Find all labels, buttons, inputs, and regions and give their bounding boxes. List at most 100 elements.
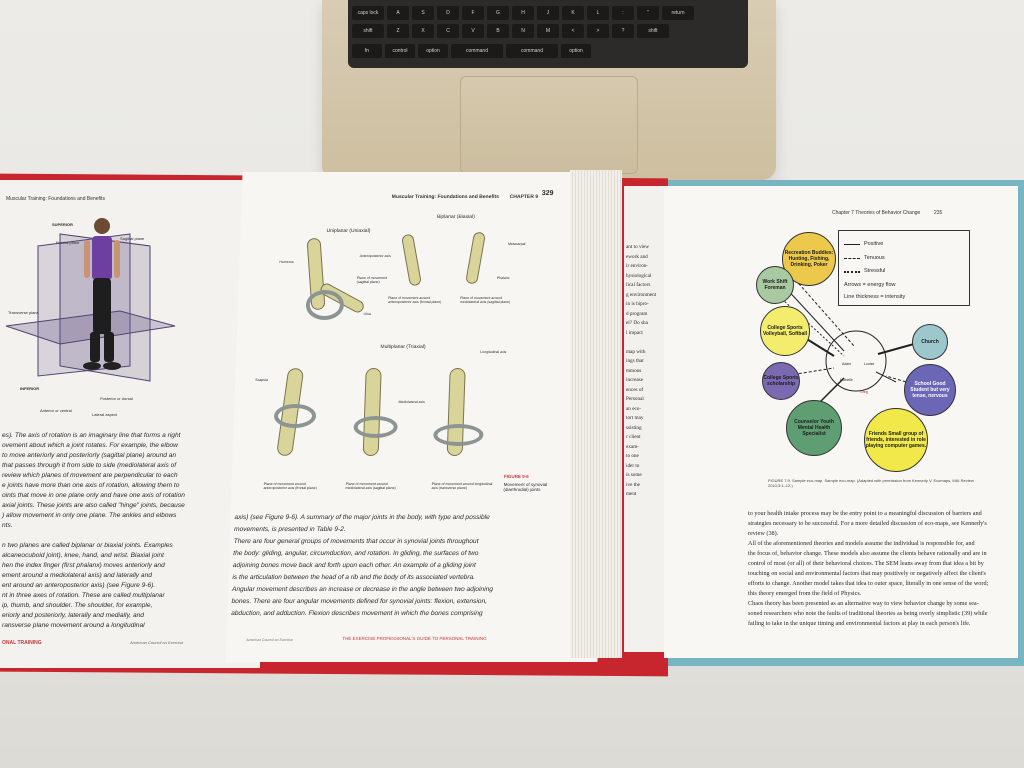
text-line: Chaos theory has been presented as an al… [748, 600, 979, 607]
text-line: l impact [626, 329, 643, 336]
left-book-page: Muscular Training: Foundations and Benef… [0, 180, 260, 668]
node-school: School Good Student but very tense, nerv… [904, 364, 956, 416]
node-church: Church [912, 324, 948, 360]
keyboard-key[interactable]: S [412, 6, 434, 20]
keyboard-key[interactable]: command [451, 44, 503, 58]
text-line: increase [626, 377, 643, 383]
keyboard-key[interactable]: X [412, 24, 434, 38]
person-leggings [93, 278, 111, 334]
keyboard-key[interactable]: " [637, 6, 659, 20]
keyboard-key[interactable]: return [662, 6, 694, 20]
right-page-number: 235 [934, 210, 943, 216]
text-line: There are four general groups of movemen… [233, 538, 479, 545]
text-line: g environment [626, 291, 657, 298]
keyboard-key[interactable]: fn [352, 44, 382, 58]
label-longitudinal-axis: Longitudinal axis [480, 350, 507, 354]
keyboard-key[interactable]: option [561, 44, 591, 58]
keyboard-key[interactable]: B [487, 24, 509, 38]
keyboard-key[interactable]: F [462, 6, 484, 20]
text-line: nt in three axes of rotation. These are … [2, 592, 165, 599]
rotation-arrow-1 [273, 404, 317, 428]
keyboard-key[interactable]: shift [637, 24, 669, 38]
label-scapula: Scapula [255, 378, 269, 382]
keyboard-key[interactable]: < [562, 24, 584, 38]
text-line: nts. [2, 522, 13, 529]
text-line: eriorly and posteriorly, laterally and m… [2, 612, 144, 619]
keyboard-key[interactable]: A [387, 6, 409, 20]
text-line: soned researchers who note the faults of… [748, 610, 988, 617]
legend-stressful: Stressful [864, 268, 886, 274]
person-arm-left [84, 240, 90, 278]
person-top [92, 236, 112, 280]
text-line: the body: gliding, angular, circumductio… [233, 550, 479, 557]
legend-positive-line [844, 244, 860, 245]
family-adam: Adam [842, 362, 852, 366]
keyboard-key[interactable]: control [385, 44, 415, 58]
text-line: oints that move in one plane only and ha… [2, 492, 185, 499]
text-line: ment [626, 491, 637, 497]
text-line: mmons [626, 367, 642, 374]
keyboard-key[interactable]: caps lock [352, 6, 384, 20]
family-michelle: Michelle [840, 378, 853, 382]
text-line: ) allow movement in only one plane. The … [2, 512, 177, 519]
multiplanar-title: Multiplanar (Triaxial) [380, 344, 426, 350]
label-ap-axis: Anteroposterior axis [359, 254, 391, 258]
keyboard-key[interactable]: Z [387, 24, 409, 38]
text-line: to one [626, 453, 639, 459]
text-line: Personal [626, 396, 644, 402]
legend-positive: Positive [864, 241, 884, 247]
rotation-arrow-3 [432, 424, 484, 446]
keyboard-key[interactable]: D [437, 6, 459, 20]
text-line: to your health intake process may be the… [748, 510, 982, 517]
person-leg-left [90, 332, 100, 362]
mid-page-number: 329 [541, 190, 554, 197]
text-line: is the articulation between the head of … [232, 574, 476, 581]
figure-caption: Movement of synovial (diarthrodial) join… [503, 482, 548, 492]
keyboard-key[interactable]: V [462, 24, 484, 38]
keyboard-key[interactable]: M [537, 24, 559, 38]
keyboard-key[interactable]: shift [352, 24, 384, 38]
keyboard-key[interactable]: H [512, 6, 534, 20]
caption-bi-1: Plane of movement around anteroposterior… [387, 296, 442, 304]
label-mediolateral-axis: Mediolateral axis [398, 400, 425, 404]
keyboard-key[interactable]: option [418, 44, 448, 58]
node-college-sports: College Sports Volleyball, Softball [760, 306, 810, 356]
keyboard-key[interactable]: ? [612, 24, 634, 38]
anatomical-planes-figure [5, 218, 176, 382]
text-line: movements, is presented in Table 9-2. [233, 526, 346, 533]
shoulder-bone-2 [362, 368, 382, 456]
caption-multi-3: Plane of movement around longitudinal ax… [431, 482, 493, 490]
text-line: ences of [626, 386, 644, 393]
running-head: Muscular Training: Foundations and Benef… [6, 196, 105, 202]
label-sagittal-plane: Sagittal plane [120, 236, 145, 241]
text-line: hen the index finger (first phalanx) mov… [2, 562, 165, 569]
keyboard-key[interactable]: : [612, 6, 634, 20]
text-line: r client [626, 434, 641, 440]
text-line: lical factors [626, 282, 651, 288]
keyboard-key[interactable]: L [587, 6, 609, 20]
node-college-sports-2: College Sports scholarship [762, 362, 800, 400]
text-line: exam- [626, 443, 639, 450]
text-line: in is bipro- [626, 301, 649, 307]
caption-multi-1: Plane of movement around anteroposterior… [263, 482, 317, 490]
keyboard-key[interactable]: > [587, 24, 609, 38]
text-line: ant to view [626, 244, 650, 250]
text-line: ip, thumb, and shoulder. The shoulder, f… [2, 602, 153, 609]
keyboard-key[interactable]: N [512, 24, 534, 38]
keyboard-key[interactable]: K [562, 6, 584, 20]
figure-number: FIGURE 9-6 [503, 474, 529, 479]
node-friends: Friends Small group of friends, interest… [864, 408, 928, 472]
text-line: map with [626, 348, 646, 355]
text-line: review (38). [748, 530, 779, 537]
text-line: that passes through it from side to side… [2, 462, 177, 469]
keyboard-key[interactable]: command [506, 44, 558, 58]
mid-footer: THE EXERCISE PROFESSIONAL'S GUIDE TO PER… [342, 636, 487, 641]
keyboard-key[interactable]: G [487, 6, 509, 20]
keyboard-key[interactable]: C [437, 24, 459, 38]
elbow-rotation-arrow [305, 290, 345, 320]
keyboard-key[interactable]: J [537, 6, 559, 20]
legend-stressful-line [844, 271, 860, 273]
text-line: abduction, and adduction. Flexion descri… [231, 610, 483, 617]
text-line: ework and [626, 253, 648, 260]
text-line: alcaneocuboid joint), knee, hand, and wr… [2, 552, 165, 559]
